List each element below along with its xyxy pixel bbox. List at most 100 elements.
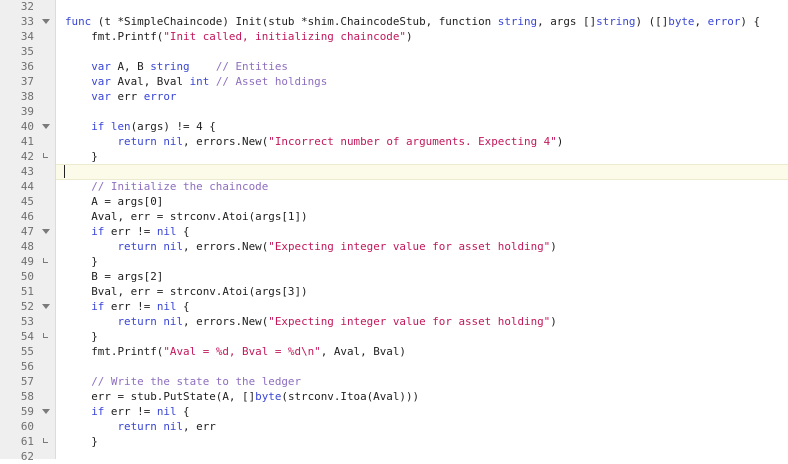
- code-line[interactable]: 41 return nil, errors.New("Incorrect num…: [0, 134, 788, 149]
- line-number: 43: [20, 165, 34, 178]
- fold-triangle-icon[interactable]: [41, 119, 50, 134]
- code-line[interactable]: 36 var A, B string // Entities: [0, 59, 788, 74]
- code-text: Bval, err = strconv.Atoi(args[3]): [65, 284, 308, 299]
- fold-triangle-icon[interactable]: [41, 404, 50, 419]
- code-token: Aval, err = strconv.Atoi(args[1]): [65, 210, 308, 223]
- code-token: , errors.New(: [183, 315, 269, 328]
- line-number: 46: [20, 210, 34, 223]
- keyword-token: return: [117, 240, 157, 253]
- code-line[interactable]: 40 if len(args) != 4 {: [0, 119, 788, 134]
- code-token: }: [65, 330, 98, 343]
- comment-token: // Entities: [215, 60, 288, 73]
- code-line[interactable]: 33 func (t *SimpleChaincode) Init(stub *s…: [0, 14, 788, 29]
- code-line[interactable]: 45 A = args[0]: [0, 194, 788, 209]
- code-token: Bval, err = strconv.Atoi(args[3]): [65, 285, 308, 298]
- code-line[interactable]: 48 return nil, errors.New("Expecting int…: [0, 239, 788, 254]
- code-text: func (t *SimpleChaincode) Init(stub *shi…: [65, 14, 760, 29]
- code-token: fmt.Printf(: [65, 30, 164, 43]
- code-line[interactable]: 62: [0, 449, 788, 464]
- code-token: [65, 300, 91, 313]
- code-line[interactable]: 32: [0, 0, 788, 14]
- code-token: , Aval, Bval): [320, 345, 406, 358]
- code-text: }: [65, 149, 98, 164]
- code-token: Aval, Bval: [110, 75, 190, 88]
- code-token: err: [110, 90, 144, 103]
- code-token: [65, 60, 91, 73]
- keyword-token: nil: [163, 315, 184, 328]
- fold-triangle-icon[interactable]: [41, 299, 50, 314]
- keyword-token: func: [65, 15, 92, 28]
- code-text: // Write the state to the ledger: [65, 374, 301, 389]
- code-token: ) {: [740, 15, 761, 28]
- code-line[interactable]: 56: [0, 359, 788, 374]
- keyword-token: nil: [163, 420, 184, 433]
- code-line[interactable]: 38 var err error: [0, 89, 788, 104]
- code-line[interactable]: 59 if err != nil {: [0, 404, 788, 419]
- line-number: 50: [20, 270, 34, 283]
- code-line[interactable]: 57 // Write the state to the ledger: [0, 374, 788, 389]
- code-line[interactable]: 42 }: [0, 149, 788, 164]
- string-token: "Incorrect number of arguments. Expectin…: [268, 135, 557, 148]
- code-text: fmt.Printf("Init called, initializing ch…: [65, 29, 412, 44]
- line-number: 39: [20, 105, 34, 118]
- code-line[interactable]: 61 }: [0, 434, 788, 449]
- code-token: , errors.New(: [183, 240, 269, 253]
- code-line[interactable]: 60 return nil, err: [0, 419, 788, 434]
- keyword-token: byte: [255, 390, 282, 403]
- code-text: }: [65, 434, 98, 449]
- keyword-token: error: [707, 15, 741, 28]
- code-token: err !=: [104, 405, 157, 418]
- code-text: if err != nil {: [65, 404, 190, 419]
- code-line[interactable]: 50 B = args[2]: [0, 269, 788, 284]
- code-token: {: [176, 405, 190, 418]
- keyword-token: byte: [668, 15, 695, 28]
- code-line[interactable]: 34 fmt.Printf("Init called, initializing…: [0, 29, 788, 44]
- code-line[interactable]: 39: [0, 104, 788, 119]
- code-token: (args) != 4 {: [130, 120, 216, 133]
- keyword-token: error: [143, 90, 177, 103]
- keyword-token: if: [91, 405, 105, 418]
- code-token: fmt.Printf(: [65, 345, 164, 358]
- code-token: ,: [694, 15, 708, 28]
- fold-end-icon: [41, 149, 50, 164]
- line-number: 42: [20, 150, 34, 163]
- code-line[interactable]: 54 }: [0, 329, 788, 344]
- code-line[interactable]: 52 if err != nil {: [0, 299, 788, 314]
- fold-triangle-icon[interactable]: [41, 224, 50, 239]
- code-text: // Initialize the chaincode: [65, 179, 268, 194]
- code-text: return nil, errors.New("Expecting intege…: [65, 239, 556, 254]
- fold-triangle-icon[interactable]: [41, 14, 50, 29]
- code-token: err !=: [104, 300, 157, 313]
- code-line[interactable]: 49 }: [0, 254, 788, 269]
- code-line[interactable]: 35: [0, 44, 788, 59]
- code-line[interactable]: 47 if err != nil {: [0, 224, 788, 239]
- line-number: 47: [20, 225, 34, 238]
- code-line[interactable]: 58 err = stub.PutState(A, []byte(strconv…: [0, 389, 788, 404]
- code-line[interactable]: 46 Aval, err = strconv.Atoi(args[1]): [0, 209, 788, 224]
- line-number: 36: [20, 60, 34, 73]
- code-token: {: [176, 300, 190, 313]
- code-line[interactable]: 51 Bval, err = strconv.Atoi(args[3]): [0, 284, 788, 299]
- line-number: 60: [20, 420, 34, 433]
- line-number: 33: [20, 15, 34, 28]
- line-number: 57: [20, 375, 34, 388]
- line-number: 48: [20, 240, 34, 253]
- code-line[interactable]: 44 // Initialize the chaincode: [0, 179, 788, 194]
- keyword-token: nil: [156, 225, 177, 238]
- keyword-token: if: [91, 300, 105, 313]
- code-line[interactable]: 37 var Aval, Bval int // Asset holdings: [0, 74, 788, 89]
- code-token: ): [550, 315, 557, 328]
- code-line[interactable]: 43: [0, 164, 788, 180]
- code-text: return nil, errors.New("Incorrect number…: [65, 134, 563, 149]
- code-text: }: [65, 254, 98, 269]
- code-line[interactable]: 55 fmt.Printf("Aval = %d, Bval = %d\n", …: [0, 344, 788, 359]
- code-token: }: [65, 435, 98, 448]
- keyword-token: if: [91, 120, 105, 133]
- keyword-token: nil: [156, 405, 177, 418]
- code-token: }: [65, 150, 98, 163]
- code-token: [65, 180, 91, 193]
- code-token: , err: [183, 420, 216, 433]
- keyword-token: var: [91, 60, 111, 73]
- code-line[interactable]: 53 return nil, errors.New("Expecting int…: [0, 314, 788, 329]
